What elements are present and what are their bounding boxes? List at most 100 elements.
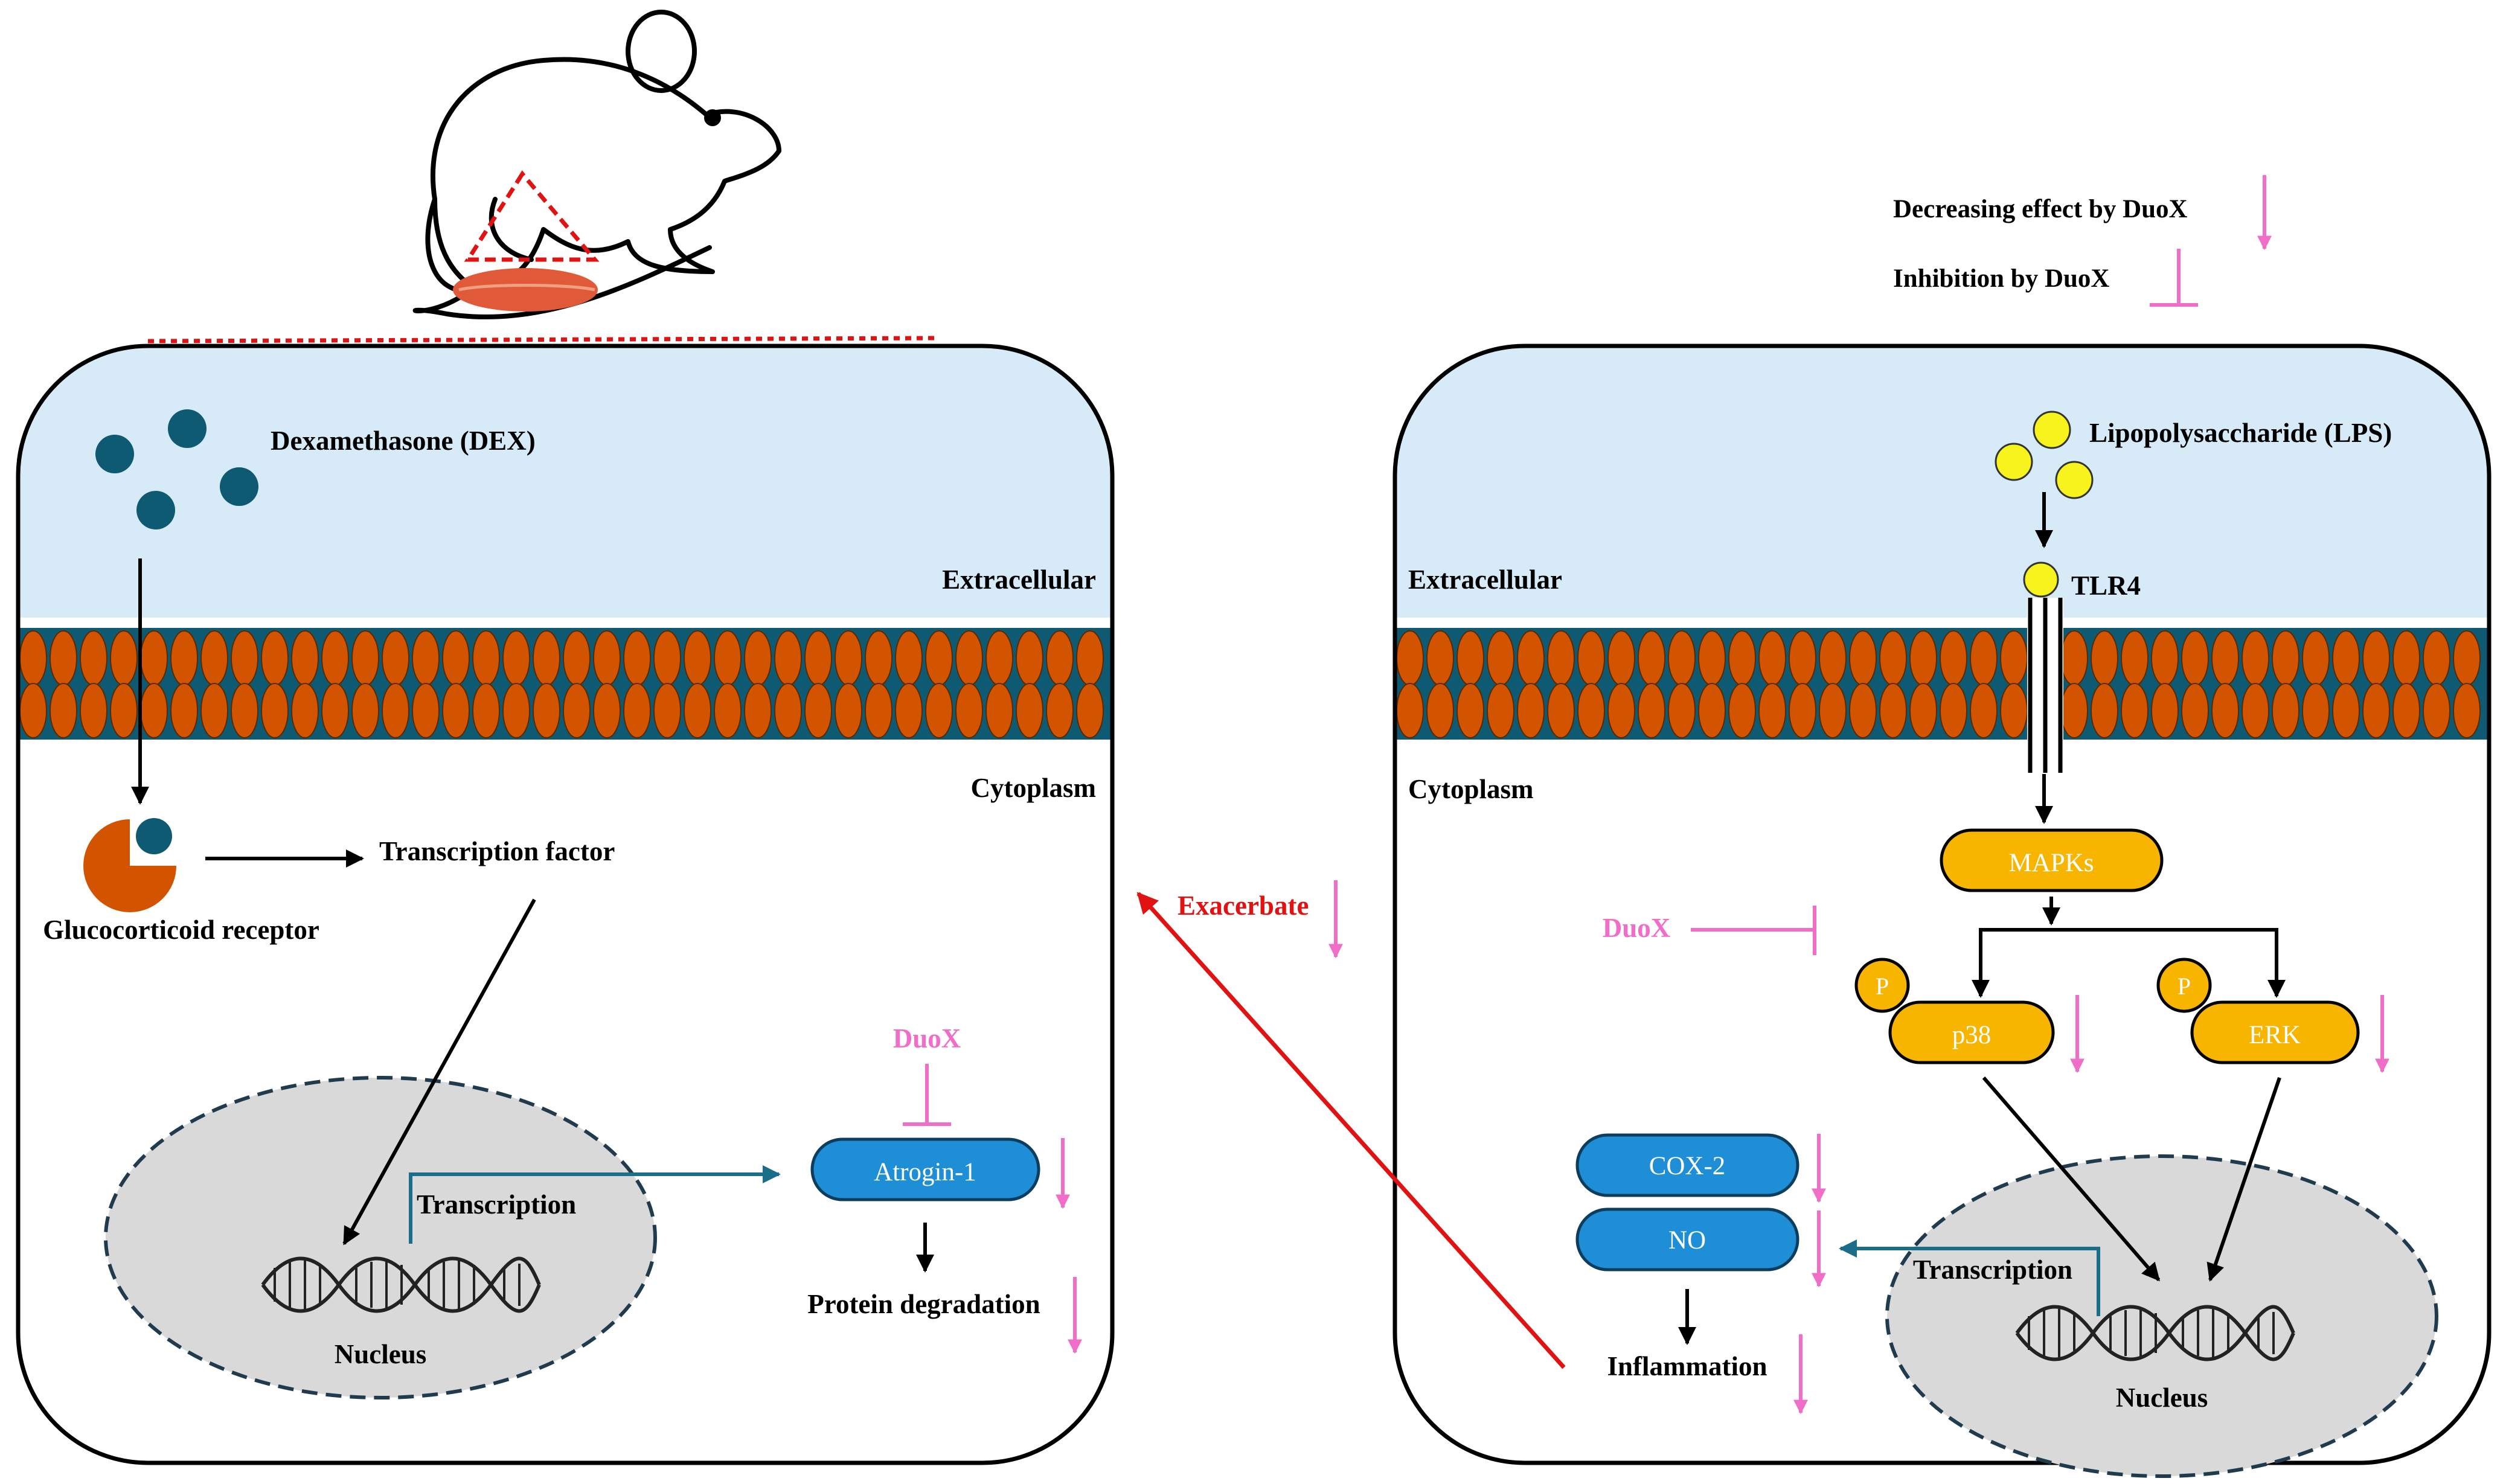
lipid-head — [2000, 630, 2028, 686]
muscle-zoom — [147, 170, 937, 344]
lipid-head — [1879, 630, 1907, 686]
lipid-head — [1046, 683, 1074, 738]
lipid-head — [2332, 683, 2360, 738]
mapks-label: MAPKs — [2009, 849, 2094, 877]
lipid-head — [2362, 683, 2390, 738]
lipid-head — [2392, 630, 2420, 686]
lipid-head — [2000, 683, 2028, 738]
lipid-head — [2272, 630, 2299, 686]
lipid-head — [442, 630, 470, 686]
left-cytoplasm-label: Cytoplasm — [970, 773, 1096, 803]
lipid-head — [1758, 683, 1786, 738]
tf-to-dna-arrow — [342, 898, 536, 1246]
legend-decreasing-label: Decreasing effect by DuoX — [1893, 195, 2188, 223]
lipid-head — [1970, 683, 1998, 738]
legend: Decreasing effect by DuoX Inhibition by … — [1893, 175, 2272, 307]
lipid-head — [2060, 630, 2088, 686]
lipid-head — [1396, 630, 1424, 686]
lipid-head — [412, 683, 440, 738]
lipid-head — [925, 683, 953, 738]
left-cell-outline — [16, 344, 1115, 1465]
lipid-head — [2121, 683, 2149, 738]
lipid-head — [1487, 683, 1514, 738]
exacerbate-arrow — [1136, 892, 1566, 1369]
lipid-head — [2060, 683, 2088, 738]
lipid-head — [985, 630, 1013, 686]
lipid-head — [2392, 683, 2420, 738]
lipid-head — [291, 683, 319, 738]
lipid-head — [925, 630, 953, 686]
lipid-head — [563, 683, 591, 738]
lipid-head — [110, 683, 138, 738]
right-nucleus-label: Nucleus — [2116, 1383, 2208, 1413]
right-nucleus — [1885, 1154, 2438, 1478]
p38-node — [1888, 1000, 2055, 1064]
right-lipid-bilayer — [1396, 630, 2481, 738]
tlr4-label: TLR4 — [2071, 571, 2141, 601]
lipid-head — [200, 630, 228, 686]
mapks-node — [1940, 828, 2164, 892]
erk-to-nucleus-arrow — [2206, 1077, 2281, 1282]
zoom-triangle — [464, 170, 600, 262]
right-transcription-label: Transcription — [1913, 1255, 2072, 1285]
lipid-head — [2151, 630, 2179, 686]
p38-label: p38 — [1952, 1021, 1992, 1049]
lipid-head — [593, 683, 621, 738]
lipid-head — [231, 630, 258, 686]
lipid-head — [1728, 683, 1756, 738]
lipid-head — [2302, 630, 2330, 686]
lipid-head — [110, 630, 138, 686]
lipid-head — [955, 630, 983, 686]
zoom-dotted-line — [147, 336, 937, 344]
lipid-head — [1426, 630, 1454, 686]
erk-node — [2190, 1000, 2360, 1064]
cox2-label: COX-2 — [1649, 1152, 1726, 1180]
lipid-head — [321, 683, 349, 738]
lipid-head — [1396, 683, 1424, 738]
left-extracellular-region — [18, 346, 1112, 618]
lipid-head — [261, 630, 289, 686]
lipid-head — [1758, 630, 1786, 686]
left-duox-label: DuoX — [893, 1023, 961, 1054]
lipid-head — [80, 683, 107, 738]
lipid-head — [1940, 683, 1967, 738]
lipid-head — [744, 683, 772, 738]
lipid-head — [2302, 683, 2330, 738]
right-cytoplasm-label: Cytoplasm — [1408, 774, 1534, 804]
lipid-head — [50, 683, 77, 738]
dex-label: Dexamethasone (DEX) — [271, 426, 536, 456]
lipid-head — [2423, 630, 2450, 686]
lipid-head — [472, 630, 500, 686]
lipid-head — [1668, 683, 1696, 738]
no-label: NO — [1668, 1226, 1706, 1255]
lipid-head — [321, 630, 349, 686]
lipid-head — [412, 630, 440, 686]
atrogin-node — [810, 1137, 1040, 1201]
lipid-head — [1789, 683, 1816, 738]
lipid-head — [985, 683, 1013, 738]
lipid-head — [170, 683, 198, 738]
lipid-head — [533, 683, 560, 738]
lipid-head — [774, 630, 802, 686]
lipid-head — [2181, 683, 2209, 738]
lipid-head — [2242, 683, 2269, 738]
p38-phospho-badge — [1854, 958, 1910, 1013]
erk-phospho-label: P — [2178, 973, 2191, 1000]
lipid-head — [1909, 683, 1937, 738]
lipid-head — [140, 630, 168, 686]
lipid-head — [2453, 630, 2481, 686]
lipid-head — [80, 630, 107, 686]
lipid-head — [623, 630, 651, 686]
lipid-head — [1456, 630, 1484, 686]
lipid-head — [804, 630, 832, 686]
lipid-head — [1547, 683, 1575, 738]
exacerbate-label: Exacerbate — [1178, 891, 1309, 921]
lps-particle — [2055, 461, 2094, 499]
lipid-head — [955, 683, 983, 738]
lipid-head — [563, 630, 591, 686]
left-duox-inhibition-icon — [903, 1064, 951, 1126]
lipid-head — [351, 630, 379, 686]
dex-particle — [220, 467, 258, 506]
lipid-head — [714, 630, 742, 686]
